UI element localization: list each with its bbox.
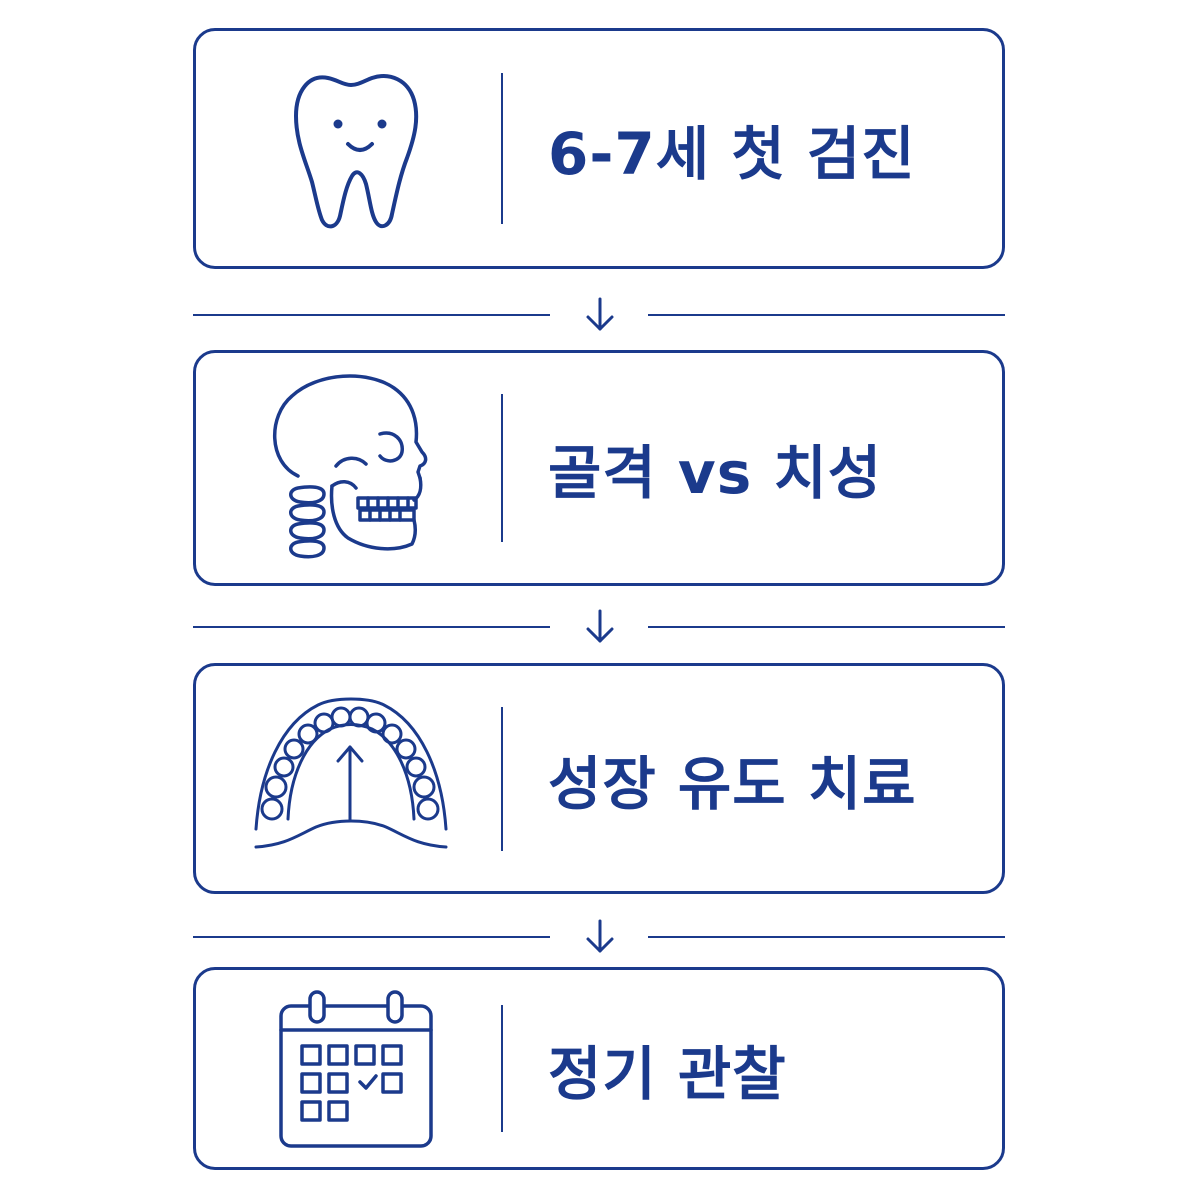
step-divider: [501, 706, 503, 851]
skull-icon: [226, 353, 476, 583]
step-divider: [501, 73, 503, 224]
arrow-down-icon: [586, 609, 614, 643]
step-card-growth-guidance: 성장 유도 치료: [193, 663, 1005, 894]
step-label-regular-observation: 정기 관찰: [548, 1039, 787, 1108]
step-card-regular-observation: 정기 관찰: [193, 967, 1005, 1170]
step-divider: [501, 1005, 503, 1132]
connector-line-right: [648, 626, 1005, 628]
arrow-down-icon: [586, 297, 614, 331]
step-label-first-checkup: 6-7세 첫 검진: [548, 119, 916, 188]
arrow-down-icon: [586, 919, 614, 953]
step-divider: [501, 394, 503, 542]
step-card-first-checkup: 6-7세 첫 검진: [193, 28, 1005, 269]
connector-line-right: [648, 936, 1005, 938]
connector-line-left: [193, 314, 550, 316]
calendar-icon: [226, 970, 476, 1167]
connector-line-left: [193, 936, 550, 938]
step-label-growth-guidance: 성장 유도 치료: [548, 749, 917, 818]
dental-arch-icon: [226, 666, 476, 891]
tooth-icon: [226, 31, 476, 266]
connector-line-right: [648, 314, 1005, 316]
step-label-skeletal-vs-dental: 골격 vs 치성: [548, 439, 883, 507]
connector-line-left: [193, 626, 550, 628]
step-card-skeletal-vs-dental: 골격 vs 치성: [193, 350, 1005, 586]
